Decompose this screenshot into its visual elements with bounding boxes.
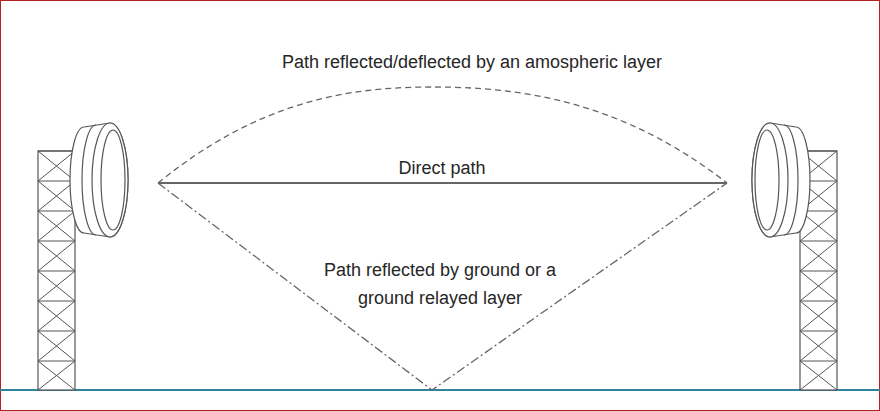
tower-rung <box>38 271 75 272</box>
direct-path-label: Direct path <box>342 154 542 182</box>
tower-brace <box>38 241 75 271</box>
tower-brace <box>800 331 837 361</box>
left-dish <box>70 123 128 237</box>
tower-brace <box>800 301 837 331</box>
tower-brace <box>38 181 75 211</box>
tower-brace <box>38 211 75 241</box>
tower-brace <box>800 271 837 301</box>
tower-brace <box>38 331 75 361</box>
tower-brace <box>38 211 75 241</box>
layer-path-label: Path reflected/deflected by an amospheri… <box>192 48 752 76</box>
tower-rung <box>38 211 75 212</box>
tower-frame <box>38 151 75 390</box>
atmospheric-path <box>158 87 727 183</box>
tower-brace <box>38 181 75 211</box>
tower-rung <box>38 241 75 242</box>
dish-body <box>752 123 810 237</box>
ground-line <box>0 389 880 391</box>
tower-brace <box>38 271 75 301</box>
tower-brace <box>800 301 837 331</box>
tower-rung <box>800 301 837 302</box>
tower-rung <box>38 151 75 152</box>
tower-rung <box>38 331 75 332</box>
tower-rung <box>800 331 837 332</box>
tower-brace <box>38 241 75 271</box>
tower-brace <box>38 271 75 301</box>
ground-path-label: Path reflected by ground or a ground rel… <box>309 256 571 312</box>
tower-rung <box>800 271 837 272</box>
tower-brace <box>800 361 837 390</box>
dish-body <box>70 123 128 237</box>
tower-brace <box>800 361 837 390</box>
tower-rung <box>800 241 837 242</box>
right-dish <box>752 123 810 237</box>
dish-inner <box>101 130 125 230</box>
tower-rung <box>38 361 75 362</box>
towers <box>38 151 837 390</box>
dish-band <box>82 125 96 235</box>
tower-brace <box>800 241 837 271</box>
tower-rung <box>800 361 837 362</box>
dish-rim <box>752 123 788 237</box>
tower-brace <box>38 361 75 390</box>
direct-path-line <box>158 182 727 184</box>
dish-inner <box>755 130 779 230</box>
tower-brace <box>800 331 837 361</box>
tower-brace <box>38 301 75 331</box>
ground-reflected-path <box>158 183 727 390</box>
tower-brace <box>38 331 75 361</box>
dish-band <box>784 125 798 235</box>
tower-rung <box>38 301 75 302</box>
tower-brace <box>38 361 75 390</box>
tower-brace <box>38 301 75 331</box>
dish-rim <box>92 123 128 237</box>
tower-brace <box>800 271 837 301</box>
tower-brace <box>800 241 837 271</box>
